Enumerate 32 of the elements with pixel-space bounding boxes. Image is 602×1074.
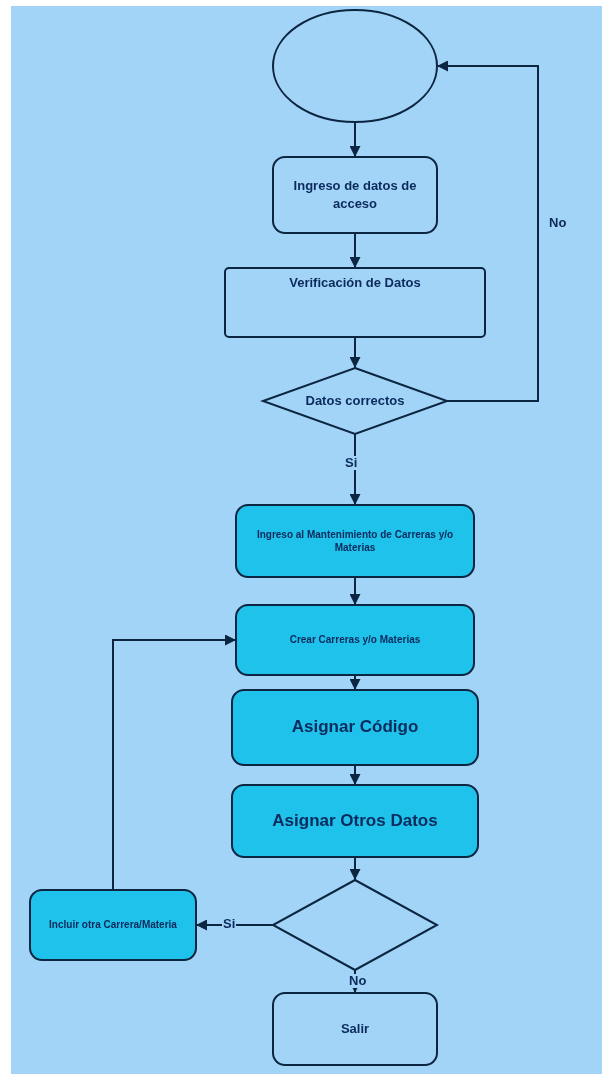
node-label: Verificación de Datos [289,274,421,292]
arrow [349,576,361,606]
process-box [235,604,475,676]
process-box [272,156,438,234]
edge-label: No [348,974,368,989]
process-box [231,689,479,766]
decision-diamond [260,366,450,436]
arrow [195,919,274,931]
edge-label: Si [344,456,359,471]
process-box [29,889,197,961]
arrow [349,232,361,269]
arrow [436,60,539,402]
node-label: Datos correctos [305,392,405,410]
ellipse-shape [272,9,438,123]
arrow [349,674,361,691]
arrow [349,764,361,786]
process-box [224,267,486,338]
process-box [235,504,475,578]
node-label: Crear Carreras y/o Materias [289,633,421,647]
arrow [349,336,361,369]
node-label: Salir [340,1020,370,1038]
arrow [349,856,361,881]
process-box [231,784,479,858]
node-label: Asignar Código [291,716,419,739]
node-label: Ingreso de datos de acceso [292,177,418,213]
decision-diamond [270,878,440,972]
node-label: Incluir otra Carrera/Materia [49,918,177,932]
arrow [112,634,237,891]
arrow [349,121,361,158]
process-box [272,992,438,1066]
node-label: Ingreso al Mantenimiento de Carreras y/o Materias [255,527,455,555]
node-label: Asignar Otros Datos [272,809,438,832]
